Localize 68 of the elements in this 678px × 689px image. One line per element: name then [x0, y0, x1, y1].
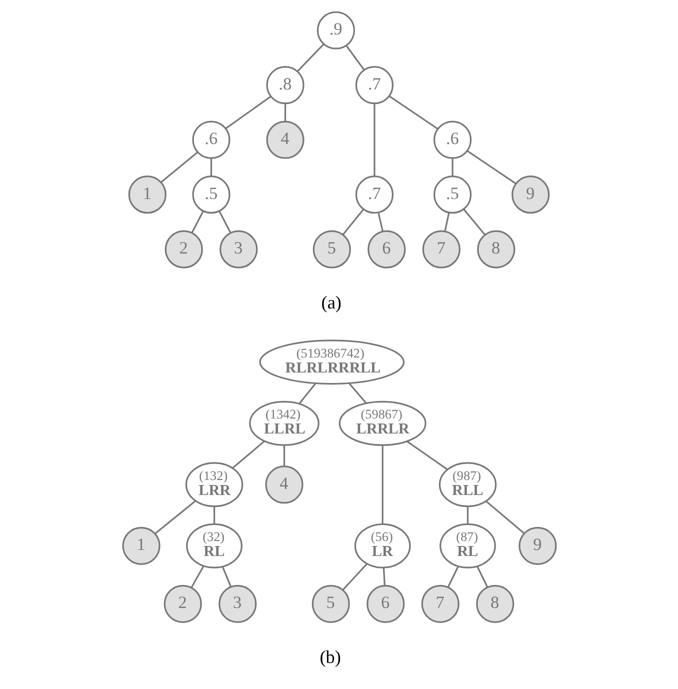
label: (b) — [319, 647, 340, 668]
connector — [210, 158, 212, 176]
node-circle: .6 — [432, 120, 472, 159]
node-circle: 9 — [518, 526, 556, 565]
node-ellipse: (519386742) RLRLRRRLL — [258, 340, 404, 385]
connector — [466, 150, 516, 184]
connector — [373, 103, 375, 176]
node-ellipse: (32) RL — [186, 523, 242, 568]
connector — [154, 500, 196, 534]
connector — [160, 152, 198, 183]
connector — [388, 95, 438, 130]
node-circle: .7 — [354, 66, 394, 104]
connector — [466, 506, 468, 524]
node-circle: .9 — [316, 11, 354, 50]
connector — [212, 506, 215, 524]
node-circle: .8 — [266, 66, 304, 104]
connector — [381, 445, 383, 524]
node-circle: 3 — [219, 230, 258, 268]
node-circle: 7 — [422, 230, 460, 268]
connector — [190, 565, 204, 588]
node-circle: 9 — [511, 176, 550, 214]
node-ellipse: (1342) LLRL — [248, 400, 319, 446]
node-circle: 1 — [122, 526, 160, 565]
connector — [232, 440, 264, 469]
connector — [218, 210, 231, 234]
connector — [284, 103, 286, 122]
connector — [345, 45, 364, 70]
connector — [451, 158, 453, 176]
connector — [221, 566, 232, 587]
node-circle: 7 — [420, 584, 459, 623]
connector — [342, 208, 364, 236]
node-circle: .5 — [192, 176, 230, 214]
node-circle: 5 — [312, 230, 350, 268]
connector — [224, 96, 271, 130]
connector — [190, 210, 204, 234]
connector — [462, 208, 485, 236]
node-circle: 4 — [264, 466, 303, 504]
node-ellipse: (132) LRR — [184, 462, 243, 508]
node-circle: .6 — [192, 120, 230, 159]
node-circle: 1 — [128, 176, 166, 214]
label: (a) — [320, 292, 341, 313]
connector — [476, 566, 488, 588]
connector — [382, 567, 385, 586]
node-circle: .7 — [354, 176, 394, 214]
node-circle: .5 — [432, 176, 472, 214]
node-circle: 3 — [218, 584, 256, 623]
node-circle: 5 — [311, 584, 350, 623]
node-circle: 8 — [476, 230, 515, 268]
connector — [296, 44, 324, 72]
node-circle: 8 — [476, 584, 514, 623]
connector — [406, 440, 448, 470]
connector — [282, 445, 285, 466]
connector — [485, 500, 524, 534]
node-ellipse: (59867) LRRLR — [338, 400, 426, 446]
connector — [377, 212, 384, 232]
node-ellipse: (87) RL — [439, 523, 496, 568]
connector — [298, 382, 316, 404]
connector — [348, 382, 366, 404]
node-circle: 4 — [266, 120, 304, 159]
node-circle: 6 — [366, 584, 404, 623]
connector — [342, 563, 368, 590]
node-circle: 2 — [163, 584, 202, 623]
node-circle: 2 — [164, 230, 202, 268]
node-ellipse: (56) LR — [354, 523, 410, 568]
node-ellipse: (987) RLL — [438, 462, 496, 508]
connector — [446, 566, 459, 588]
node-circle: 6 — [367, 230, 406, 268]
connector — [444, 212, 450, 232]
